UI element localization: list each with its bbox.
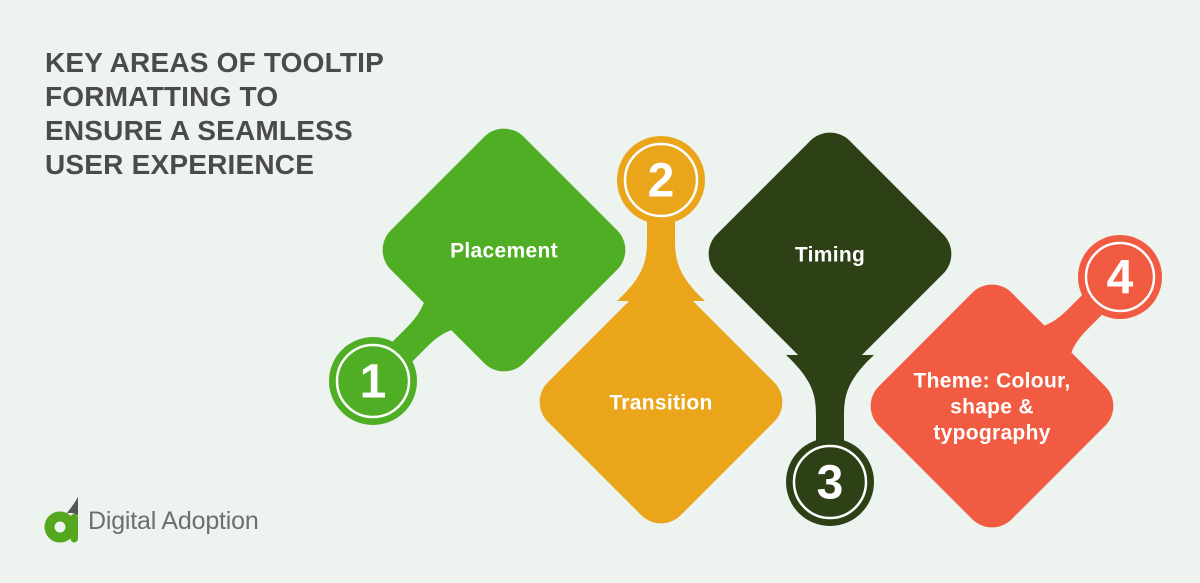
diamond-theme <box>870 284 1114 528</box>
diamond-label-theme-line-3: typography <box>933 422 1050 445</box>
diamond-label-theme-line-1: Theme: Colour, <box>913 370 1070 393</box>
badge-circle-3 <box>786 438 874 526</box>
badge-ring-2 <box>623 142 699 218</box>
logo-text: Digital Adoption <box>88 506 259 535</box>
diamond-label-timing: Timing <box>795 244 865 267</box>
logo-a-bowl <box>44 511 76 543</box>
badge-number-2: 2 <box>648 155 675 208</box>
diamond-label-transition: Transition <box>609 392 712 415</box>
diamond-transition <box>539 280 783 524</box>
unit-placement: 1 Placement <box>329 128 626 425</box>
unit-theme: 4 Theme: Colour, shape & typography <box>870 235 1162 528</box>
diamond-timing <box>708 132 952 376</box>
badge-ring-4 <box>1084 241 1156 313</box>
logo-a-stem <box>70 514 78 543</box>
stem-timing <box>786 355 874 482</box>
badge-number-1: 1 <box>360 356 387 409</box>
diamond-label-theme-line-2: shape & <box>950 396 1034 419</box>
badge-ring-3 <box>792 444 868 520</box>
title-line-1: KEY AREAS OF TOOLTIP <box>45 47 385 78</box>
title-line-2: FORMATTING TO <box>45 81 279 112</box>
digital-adoption-a-mark-icon <box>44 497 78 543</box>
badge-circle-1 <box>329 337 417 425</box>
logo-digital-adoption: Digital Adoption <box>44 497 259 545</box>
diamond-placement <box>382 128 626 372</box>
title-line-3: ENSURE A SEAMLESS <box>45 115 353 146</box>
badge-circle-2 <box>617 136 705 224</box>
stem-transition <box>617 180 705 301</box>
diamond-label-placement: Placement <box>450 240 558 263</box>
badge-ring-1 <box>335 343 411 419</box>
page-title: KEY AREAS OF TOOLTIP FORMATTING TO ENSUR… <box>45 46 384 182</box>
badge-number-4: 4 <box>1107 252 1134 305</box>
logo-sail <box>66 497 78 516</box>
title-line-4: USER EXPERIENCE <box>45 149 315 180</box>
badge-circle-4 <box>1078 235 1162 319</box>
unit-transition: 2 Transition <box>539 136 783 524</box>
unit-timing: 3 Timing <box>708 132 952 526</box>
badge-number-3: 3 <box>817 457 844 510</box>
